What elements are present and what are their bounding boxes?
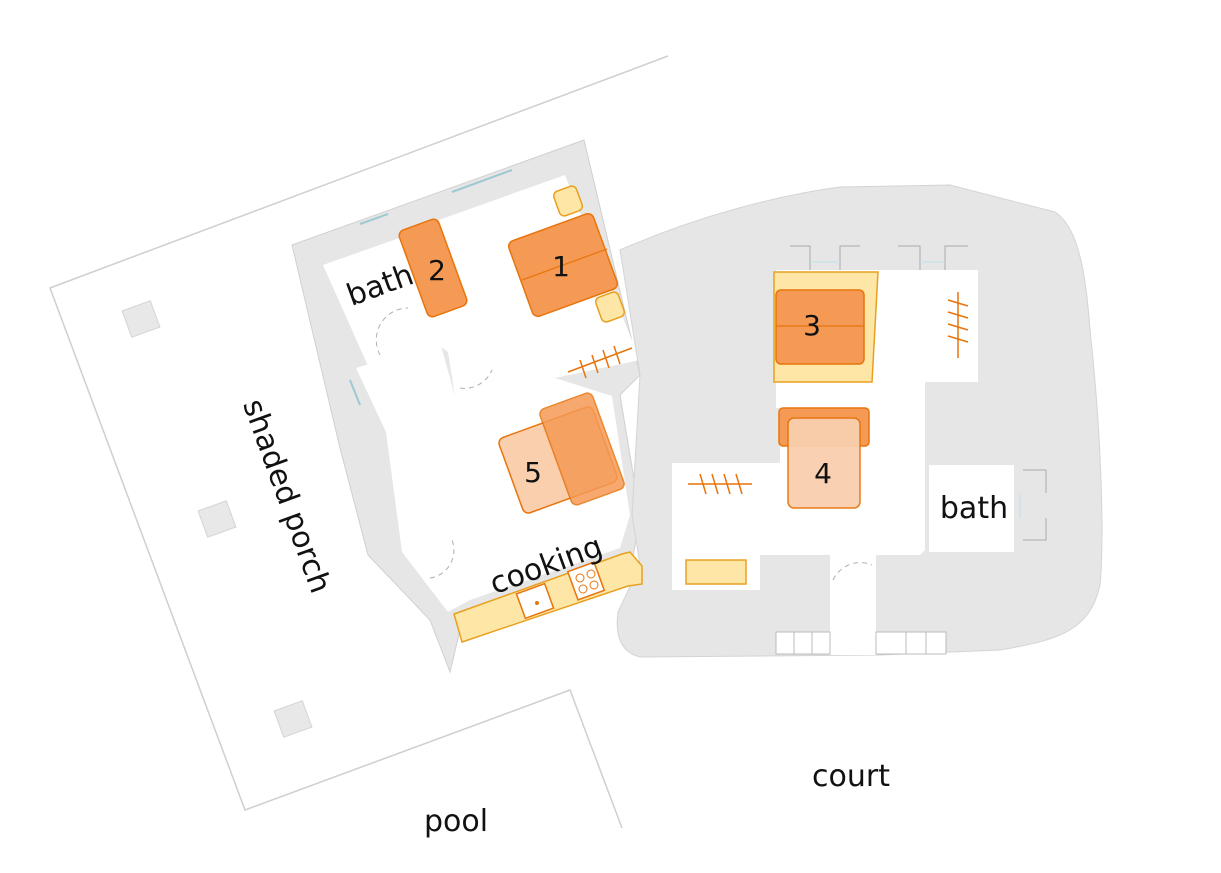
bed-5-group: 5: [498, 392, 625, 514]
bed-1-group: 1: [507, 185, 626, 323]
door-swings: [375, 307, 873, 581]
entry-floor: [830, 555, 876, 655]
bed-2[interactable]: [398, 218, 469, 319]
label-shaded-porch: shaded porch: [235, 394, 338, 597]
sink[interactable]: [515, 582, 555, 620]
porch-column: [197, 500, 237, 538]
burner: [589, 580, 599, 590]
label-pool: pool: [424, 804, 488, 839]
window-bottom: [775, 631, 831, 655]
label-court: court: [812, 759, 890, 794]
bed-5-back: [539, 392, 625, 506]
nightstand: [552, 185, 584, 217]
sink-drain: [535, 601, 539, 605]
window-bottom: [875, 631, 947, 655]
bed-4-number: 4: [814, 457, 832, 490]
bed-3[interactable]: [775, 289, 865, 365]
top-window-stubs: [790, 245, 968, 270]
nightstand: [594, 291, 626, 323]
bed-4-group: 4: [778, 407, 870, 509]
stove[interactable]: [566, 561, 606, 601]
hanger-rail-1: [567, 345, 633, 379]
bed-4[interactable]: [787, 417, 861, 509]
bed-5-number: 5: [524, 456, 542, 489]
bed-3-number: 3: [803, 309, 821, 342]
site-outlines: [49, 55, 669, 829]
bed-3-group: 3: [773, 271, 879, 383]
porch-column: [121, 300, 161, 338]
label-bath-right: bath: [940, 491, 1008, 526]
porch-columns: [121, 300, 313, 738]
bed-2-number: 2: [428, 254, 446, 287]
kitchen-counter: [453, 551, 643, 643]
porch-column: [273, 700, 313, 738]
bed-1-pillow-line: [521, 248, 608, 281]
burner: [575, 573, 585, 583]
hanger-rail-hall: [688, 473, 752, 495]
bed-1-number: 1: [552, 250, 570, 283]
porch-outline: [49, 55, 669, 829]
right-window-stubs: [1019, 469, 1047, 541]
burner: [578, 584, 588, 594]
burner: [586, 569, 596, 579]
bed-2-group: 2: [398, 218, 469, 319]
hanger-rail-3: [947, 292, 969, 358]
bath-right-floor: [929, 465, 1014, 552]
bench: [685, 559, 747, 585]
